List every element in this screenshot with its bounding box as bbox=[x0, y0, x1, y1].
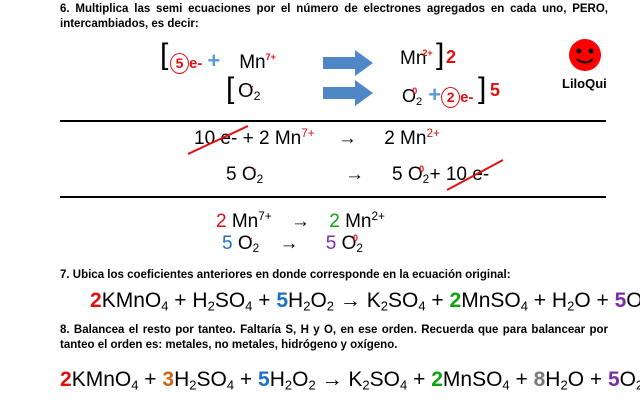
divider-top bbox=[60, 120, 606, 122]
lhs-rest: + 2 Mn bbox=[242, 128, 302, 149]
product: Mn bbox=[400, 48, 427, 69]
charge: 7+ bbox=[265, 51, 276, 62]
multiplied-eq-2-arrow: → bbox=[345, 164, 364, 185]
multiplier-2: 5 bbox=[490, 80, 501, 100]
net-eq-1: 2 Mn7+ → 2 Mn2+ bbox=[216, 209, 385, 232]
equation-step7: 2KMnO4 + H2SO4 + 5H2O2 → K2SO4 + 2MnSO4 … bbox=[90, 289, 640, 314]
bracket-close-1: ] bbox=[436, 38, 445, 71]
electron-label: e- bbox=[460, 89, 474, 106]
product-charge: 0 bbox=[412, 85, 418, 96]
rhs-charge: 2+ bbox=[426, 126, 440, 140]
half2-lhs: O2- bbox=[238, 80, 260, 103]
cancelled-electrons: 10 e- bbox=[187, 125, 249, 155]
reaction-arrow-icon bbox=[323, 80, 373, 106]
half1-rhs: Mn2+ bbox=[400, 48, 433, 70]
arrow: → bbox=[337, 128, 357, 149]
logo-text: LiloQui bbox=[562, 76, 607, 91]
step6-instruction: 6. Multiplica las semi ecuaciones por el… bbox=[60, 3, 608, 30]
multiplied-eq-2: 5 O2- bbox=[226, 163, 264, 186]
divider-bottom bbox=[60, 196, 606, 198]
charge: 7+ bbox=[301, 126, 315, 140]
subscript: 2 bbox=[253, 89, 261, 104]
bracket-open-1: [ bbox=[160, 38, 169, 71]
species: O bbox=[238, 80, 254, 102]
plus-icon: + bbox=[207, 48, 221, 73]
product-charge: 2+ bbox=[422, 47, 433, 58]
equation-step8: 2KMnO4 + 3H2SO4 + 5H2O2 → K2SO4 + 2MnSO4… bbox=[60, 368, 640, 393]
step8-instruction: 8. Balancea el resto por tanteo. Faltarí… bbox=[60, 324, 608, 351]
rhs: 2 Mn bbox=[384, 128, 427, 149]
product: O bbox=[402, 86, 417, 106]
smiley-face-icon bbox=[569, 39, 601, 71]
multiplier-1: 2 bbox=[446, 47, 457, 67]
cancelled-electrons: + 10 e- bbox=[429, 159, 504, 191]
reaction-arrow-icon bbox=[323, 50, 373, 76]
lhs: 5 O bbox=[226, 164, 257, 185]
multiplied-eq-1: 10 e- + 2 Mn7+ → 2 Mn2+ bbox=[187, 125, 440, 155]
species: Mn bbox=[239, 52, 266, 73]
plus-icon: + bbox=[428, 82, 442, 107]
circled-coef: 2 bbox=[441, 87, 461, 108]
bracket-close-2: ] bbox=[478, 72, 487, 105]
bracket-open-2: [ bbox=[226, 72, 235, 105]
charge: - bbox=[250, 80, 254, 91]
electron-label: e- bbox=[189, 55, 203, 72]
multiplied-eq-2-rhs: 5 O20 + 10 e- bbox=[392, 159, 504, 191]
circled-coef: 5 bbox=[170, 53, 189, 74]
product-sub: 2 bbox=[416, 95, 423, 108]
net-eq-2: 5 O2- → 5 O20 bbox=[222, 232, 363, 255]
step7-instruction: 7. Ubica los coeficientes anteriores en … bbox=[60, 269, 511, 281]
